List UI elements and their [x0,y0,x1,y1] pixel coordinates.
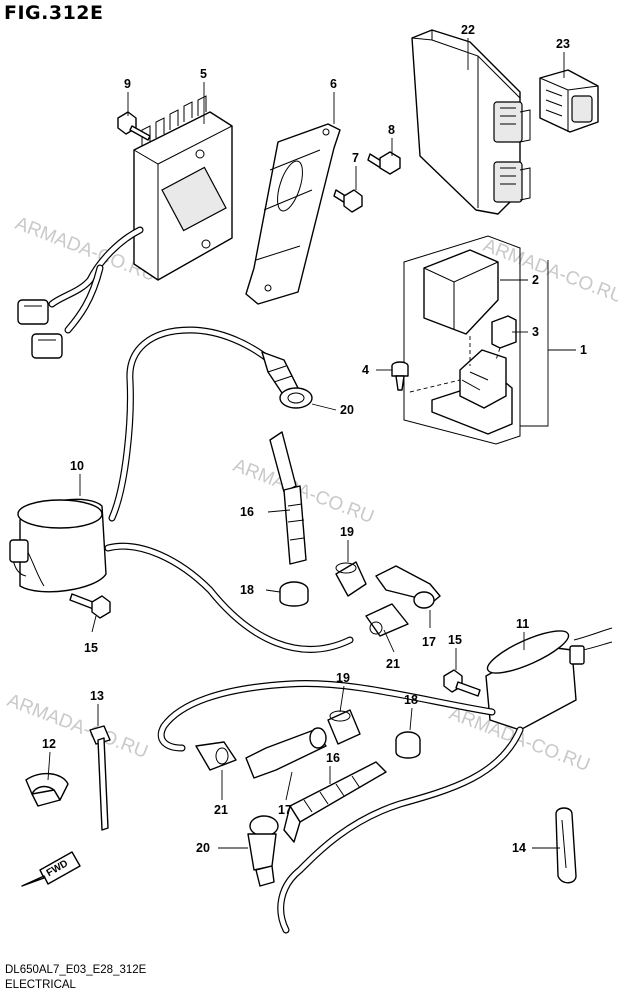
callout-10: 10 [70,459,84,473]
callout-16-lower: 16 [326,751,340,765]
ignition-coil-front [9,498,107,593]
callout-21-lower: 21 [214,803,228,817]
callout-8: 8 [388,123,395,137]
cap-19-lower [327,709,361,745]
boot-17-upper [375,565,441,609]
callout-5: 5 [200,67,207,81]
boot-17-lower [245,727,327,779]
spark-plug-cap-lower [247,815,279,887]
callout-7: 7 [352,151,359,165]
forward-direction-arrow-icon [21,851,81,887]
plug-cap-rod-lower [283,761,387,843]
cap-19-upper [335,561,367,597]
ignition-lead-rear [157,680,524,934]
bolt-8 [367,151,401,175]
callout-14: 14 [512,841,526,855]
figure-name: ELECTRICAL [5,979,76,991]
callout-4: 4 [362,363,369,377]
leader-lines [47,38,576,849]
ecm-connector [539,69,599,133]
callout-11: 11 [516,617,529,631]
figure-title: FIG.312E [4,2,104,24]
ignition-coil-rear [485,627,613,731]
grommet-21-lower [195,741,237,771]
watermark: ARMADA-CO.RU [480,235,618,308]
callout-12: 12 [42,737,56,751]
callout-2: 2 [532,273,539,287]
seal-18-upper [279,581,309,607]
spark-plug-cap-upper [261,351,313,409]
ignition-lead-front [104,326,354,653]
callout-19-lower: 19 [336,671,350,685]
callout-15-rear: 15 [448,633,462,647]
cable-tie [89,725,111,831]
callout-22: 22 [461,23,475,37]
callout-18-lower: 18 [404,693,418,707]
ecm-unit [411,29,531,215]
callout-17-lower: 17 [278,803,292,817]
clamp [25,773,69,807]
callout-labels: 22 23 9 5 6 8 7 2 3 1 4 20 10 16 19 18 1… [42,23,587,855]
bolt-7 [333,189,363,213]
fuse-box-assembly [403,235,521,445]
plug-cap-rod-upper [269,431,307,565]
holder [555,807,577,884]
screw-4 [391,361,409,391]
callout-6: 6 [330,77,337,91]
figure-code: DL650AL7_E03_E28_312E [5,964,147,976]
grommet-21-upper [365,603,409,637]
callout-23: 23 [556,37,570,51]
callout-18-upper: 18 [240,583,254,597]
bolt-15-front [69,593,111,619]
regulator-rectifier [17,95,233,359]
seal-18-lower [395,731,421,759]
callout-17-upper: 17 [422,635,436,649]
callout-9: 9 [124,77,131,91]
callout-13: 13 [90,689,104,703]
callout-21-upper: 21 [386,657,400,671]
callout-1: 1 [580,343,587,357]
bolt-15-rear [443,669,481,697]
callout-3: 3 [532,325,539,339]
bolt-9 [117,111,151,141]
callout-20-lower: 20 [196,841,210,855]
callout-15-front: 15 [84,641,98,655]
callout-19-upper: 19 [340,525,354,539]
callout-20-upper: 20 [340,403,354,417]
watermark: ARMADA-CO.RU [4,690,150,763]
callout-16-upper: 16 [240,505,254,519]
fwd-arrow: FWD [21,851,81,887]
bracket [245,123,341,305]
